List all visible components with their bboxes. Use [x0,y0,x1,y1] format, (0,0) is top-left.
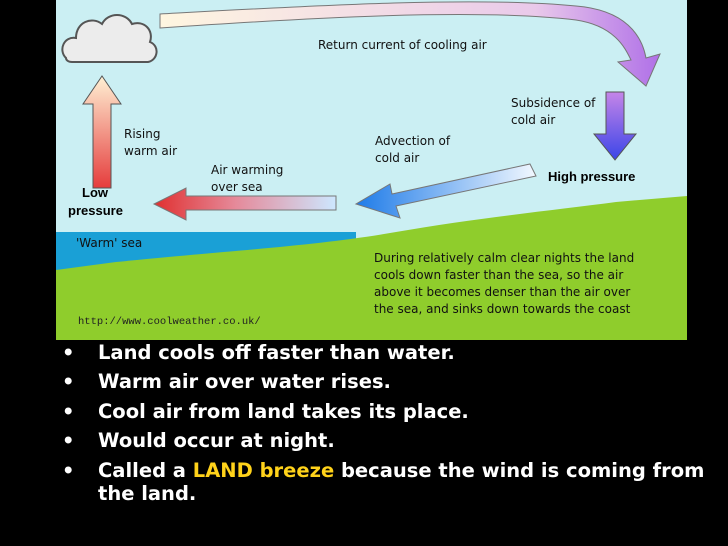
bullet-text-before: Called a [98,458,193,482]
advection-label-2: cold air [375,151,419,165]
air-warming-arrow [152,187,337,221]
bullet-item: • Cool air from land takes its place. [62,400,722,423]
air-warming-label-1: Air warming [211,163,283,177]
low-pressure-label-2: pressure [68,203,123,218]
return-current-label: Return current of cooling air [318,38,487,52]
air-warming-label-2: over sea [211,180,263,194]
return-current-arrow [159,1,661,87]
bullet-marker: • [62,370,75,394]
explanation-line-2: cools down faster than the sea, so the a… [374,268,623,282]
bullet-marker: • [62,341,75,364]
bullet-text: Would occur at night. [98,429,335,453]
advection-label-1: Advection of [375,134,451,148]
rising-label-1: Rising [124,127,160,141]
explanation-line-1: During relatively calm clear nights the … [374,251,634,265]
subsidence-arrow [592,91,638,161]
rising-warm-air-arrow [82,75,122,189]
high-pressure-label: High pressure [548,169,635,184]
subsidence-label-2: cold air [511,113,555,127]
land-breeze-highlight: LAND breeze [192,458,335,482]
land-breeze-diagram: Return current of cooling air Subsidence… [56,0,687,340]
bullet-text: Land cools off faster than water. [98,341,455,364]
bullet-text-after: because the wind is coming from the land… [98,458,705,505]
bullet-item: • Land cools off faster than water. [62,341,722,364]
bullet-marker: • [62,399,75,423]
bullet-item: • Would occur at night. [62,429,722,452]
subsidence-label-1: Subsidence of [511,96,596,110]
bullet-list: • Land cools off faster than water. • Warm… [62,341,722,511]
explanation-line-3: above it becomes denser than the air ove… [374,285,630,299]
bullet-text: Warm air over water rises. [98,370,391,394]
explanation-line-4: the sea, and sinks down towards the coas… [374,302,631,316]
warm-sea-label: 'Warm' sea [76,236,142,250]
bullet-item: • Called a LAND breeze because the wind i… [62,459,722,506]
bullet-item: • Warm air over water rises. [62,370,722,393]
cloud-icon [61,14,158,63]
land [56,196,687,340]
rising-label-2: warm air [124,144,177,158]
source-url: http://www.coolweather.co.uk/ [78,316,261,328]
low-pressure-label-1: Low [82,185,109,200]
advection-arrow [354,163,537,219]
bullet-marker: • [62,429,75,453]
bullet-marker: • [62,458,75,482]
bullet-text: Cool air from land takes its place. [98,399,469,423]
